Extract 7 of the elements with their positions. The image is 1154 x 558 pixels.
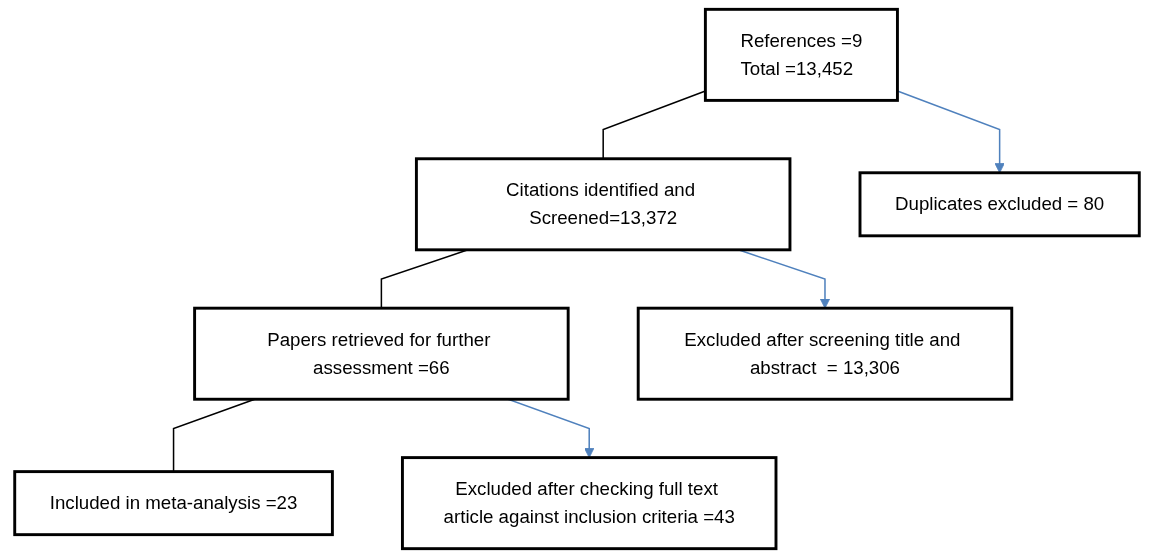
node-box: References =9 Total =13,452	[703, 7, 899, 102]
node-box: Excluded after screening title and abstract = 13,306	[636, 306, 1014, 401]
node-box: Excluded after checking full text article against inclusion criteria =43	[400, 456, 778, 551]
node-box: Included in meta-analysis =23	[13, 470, 334, 537]
node-box: Duplicates excluded = 80	[858, 171, 1141, 238]
node-box: Citations identified and Screened=13,372	[414, 157, 792, 252]
node-box: Papers retrieved for further assessment =66	[193, 306, 570, 401]
